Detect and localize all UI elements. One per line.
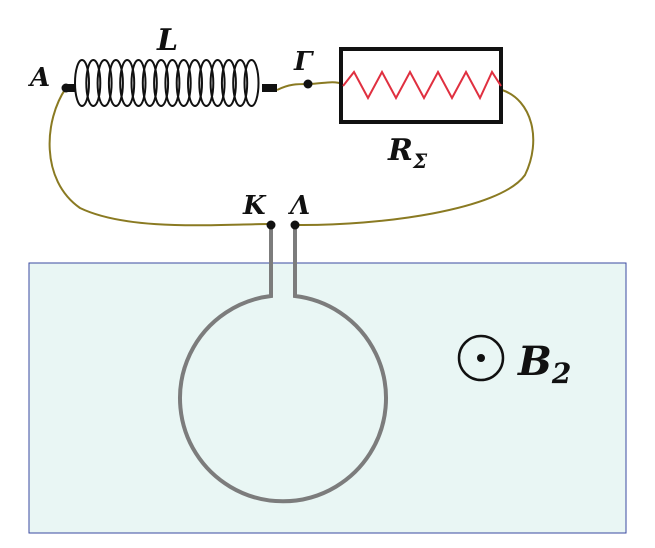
field-symbol-circle-icon: [457, 334, 505, 382]
coil-turn: [187, 59, 203, 107]
coil-turn: [130, 59, 147, 107]
conducting-loop: [178, 226, 388, 504]
terminal-dot-gamma: [303, 79, 313, 89]
label-field: B2: [517, 338, 571, 390]
coil-end-left: [66, 84, 76, 92]
coil-turn: [85, 59, 102, 107]
coil-turn: [153, 59, 170, 107]
coil-turn: [164, 59, 181, 107]
coil-turn: [232, 59, 249, 107]
coil-turn: [209, 59, 226, 107]
label-field-main: B: [517, 338, 552, 385]
resistor-zigzag-icon: [342, 69, 502, 101]
terminal-dot-lambda: [290, 220, 300, 230]
magnetic-field-region: [28, 262, 627, 534]
coil-turn: [243, 59, 260, 107]
label-resistor: RΣ: [387, 133, 428, 173]
label-point-a: A: [27, 63, 50, 93]
label-field-subscript: 2: [551, 357, 571, 390]
label-point-gamma: Γ: [293, 47, 314, 77]
coil-turn: [119, 59, 136, 107]
wire-a-to-k: [48, 87, 272, 227]
label-point-kappa: K: [242, 191, 267, 221]
coil-turn: [96, 59, 113, 107]
coil-turn: [198, 59, 215, 107]
label-resistor-main: R: [387, 133, 413, 168]
coil-turn: [74, 59, 90, 107]
label-resistor-subscript: Σ: [412, 149, 428, 173]
terminal-dot-a: [61, 83, 71, 93]
coil-turn: [107, 59, 124, 107]
label-inductor: L: [156, 23, 178, 58]
coil-turn: [141, 59, 158, 107]
coil-end-right: [262, 84, 277, 92]
field-symbol-dot-icon: [477, 354, 485, 362]
terminal-dot-kappa: [266, 220, 276, 230]
wire-resistor-to-lambda: [294, 89, 535, 227]
resistor-box: [339, 47, 503, 124]
coil-turn: [220, 59, 237, 107]
label-point-lambda: Λ: [287, 191, 310, 221]
inductor-coil-icon: [66, 59, 277, 107]
coil-turn: [175, 59, 192, 107]
